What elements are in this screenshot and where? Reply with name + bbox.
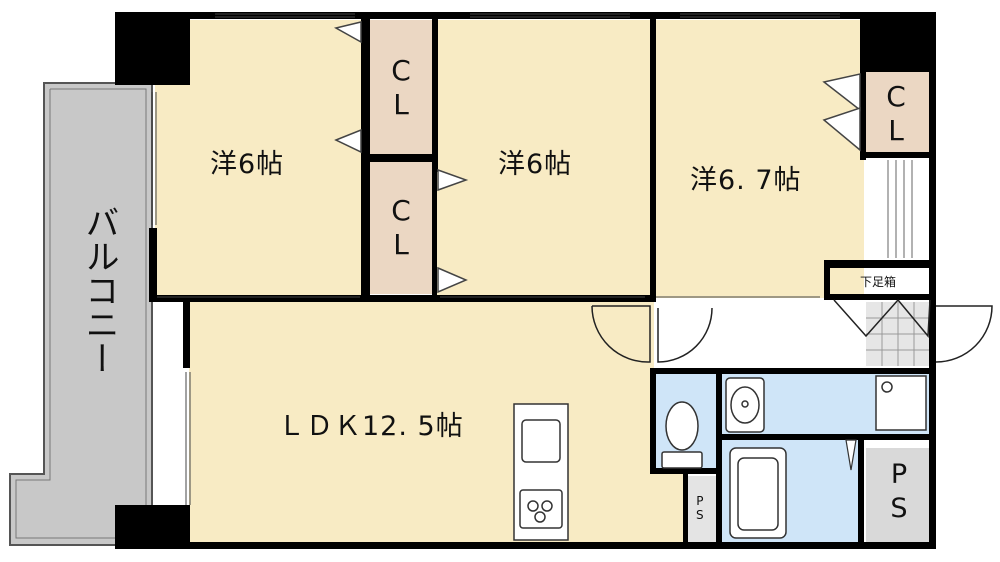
entry-lines bbox=[887, 160, 913, 258]
closet-b-label: C L bbox=[381, 194, 421, 262]
ps-small-s: S bbox=[696, 508, 704, 522]
washer-pan bbox=[875, 375, 927, 431]
closet-a-label: C L bbox=[381, 54, 421, 122]
room2-label: 洋6帖 bbox=[498, 149, 573, 180]
balcony-label: バルコニー bbox=[79, 205, 119, 375]
windows bbox=[151, 13, 840, 505]
ps-small-label: P S bbox=[696, 494, 704, 522]
ldk-label: ＬＤＫ12. 5帖 bbox=[278, 411, 464, 442]
room3-fill bbox=[654, 20, 864, 298]
hall-fill bbox=[654, 302, 864, 370]
closet-a-fill bbox=[370, 20, 433, 154]
closet-b-l: L bbox=[393, 228, 409, 261]
door-swings bbox=[591, 299, 993, 363]
room3-label: 洋6. 7帖 bbox=[690, 165, 802, 196]
bathtub bbox=[729, 447, 787, 539]
closet-c-label: C L bbox=[876, 80, 916, 148]
closet-a-c: C bbox=[391, 54, 411, 87]
closet-c-c: C bbox=[886, 80, 906, 113]
ldk-fill bbox=[189, 302, 654, 542]
shoe-box-label: 下足箱 bbox=[860, 275, 897, 289]
closet-a-l: L bbox=[393, 88, 409, 121]
balcony-inner-line bbox=[15, 88, 147, 539]
closet-c-l: L bbox=[888, 114, 904, 147]
ps-large-label: P S bbox=[879, 458, 919, 526]
ps-large-fill bbox=[866, 448, 932, 542]
closet-c-fill bbox=[864, 71, 930, 154]
entry-tile-grid bbox=[866, 302, 932, 366]
room2-fill bbox=[437, 20, 650, 298]
kitchen-counter bbox=[513, 403, 569, 541]
ps-large-s: S bbox=[890, 493, 908, 524]
closet-doors bbox=[333, 21, 861, 294]
closet-b-c: C bbox=[391, 194, 411, 227]
closet-b-fill bbox=[370, 162, 433, 294]
room1-label: 洋6帖 bbox=[210, 149, 285, 180]
wash-door-marker bbox=[845, 439, 857, 471]
ps-large-p: P bbox=[890, 459, 908, 490]
ps-small-p: P bbox=[696, 494, 704, 508]
walls bbox=[115, 12, 936, 549]
toilet bbox=[661, 401, 703, 469]
ps-small-fill bbox=[686, 476, 718, 542]
washbasin bbox=[725, 377, 765, 433]
